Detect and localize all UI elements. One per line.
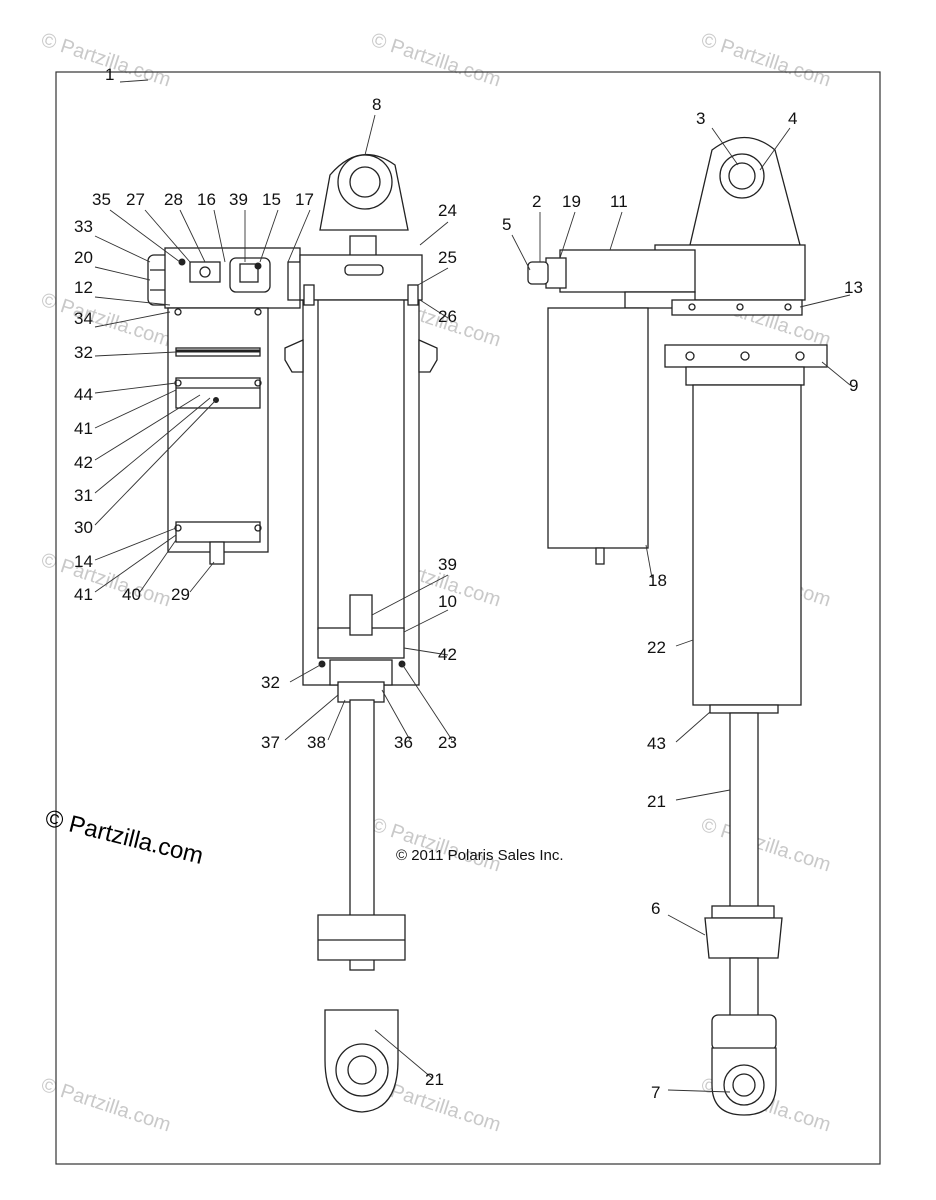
callout-39: 39 [438,555,457,574]
callout-42: 42 [74,453,93,472]
callout-16: 16 [197,190,216,209]
watermark: © Partzilla.com [368,29,503,92]
callout-2: 2 [532,192,541,211]
callout-31: 31 [74,486,93,505]
callout-15: 15 [262,190,281,209]
copyright-notice: © 2011 Polaris Sales Inc. [396,847,564,864]
callout-33: 33 [74,217,93,236]
callout-35: 35 [92,190,111,209]
callout-34: 34 [74,309,93,328]
callout-29: 29 [171,585,190,604]
callout-6: 6 [651,899,660,918]
watermark: © Partzilla.com [698,814,833,877]
callout-44: 44 [74,385,93,404]
callout-labels: 1 8 3 4 35 27 28 16 39 15 17 2 19 11 24 … [74,65,863,1102]
callout-19: 19 [562,192,581,211]
callout-27: 27 [126,190,145,209]
callout-38: 38 [307,733,326,752]
callout-41: 41 [74,585,93,604]
callout-25: 25 [438,248,457,267]
callout-20: 20 [74,248,93,267]
callout-26: 26 [438,307,457,326]
callout-23: 23 [438,733,457,752]
watermark: © Partzilla.com [38,549,173,612]
assembled-shock [527,137,828,1116]
callout-43: 43 [647,734,666,753]
watermark-large: © Partzilla.com [43,805,206,870]
callout-12: 12 [74,278,93,297]
callout-14: 14 [74,552,93,571]
callout-30: 30 [74,518,93,537]
diagram-frame [55,71,881,1165]
callout-4: 4 [788,109,797,128]
callout-32: 32 [74,343,93,362]
callout-37: 37 [261,733,280,752]
callout-28: 28 [164,190,183,209]
callout-17: 17 [295,190,314,209]
callout-11: 11 [610,192,628,211]
callout-7: 7 [651,1083,660,1102]
callout-13: 13 [844,278,863,297]
callout-21: 21 [425,1070,444,1089]
watermark: © Partzilla.com [38,1074,173,1137]
watermark: © Partzilla.com [368,814,503,877]
callout-9: 9 [849,376,858,395]
callout-40: 40 [122,585,141,604]
callout-18: 18 [648,571,667,590]
leader-lines [94,79,851,1093]
callout-39: 39 [229,190,248,209]
callout-1: 1 [105,65,114,84]
main-shock-body [284,153,438,1113]
watermark: © Partzilla.com [698,29,833,92]
reservoir-assembly [147,247,311,565]
callout-21: 21 [647,792,666,811]
callout-36: 36 [394,733,413,752]
callout-42: 42 [438,645,457,664]
callout-8: 8 [372,95,381,114]
callout-3: 3 [696,109,705,128]
callout-10: 10 [438,592,457,611]
callout-41: 41 [74,419,93,438]
callout-32: 32 [261,673,280,692]
callout-22: 22 [647,638,666,657]
callout-24: 24 [438,201,457,220]
callout-5: 5 [502,215,511,234]
